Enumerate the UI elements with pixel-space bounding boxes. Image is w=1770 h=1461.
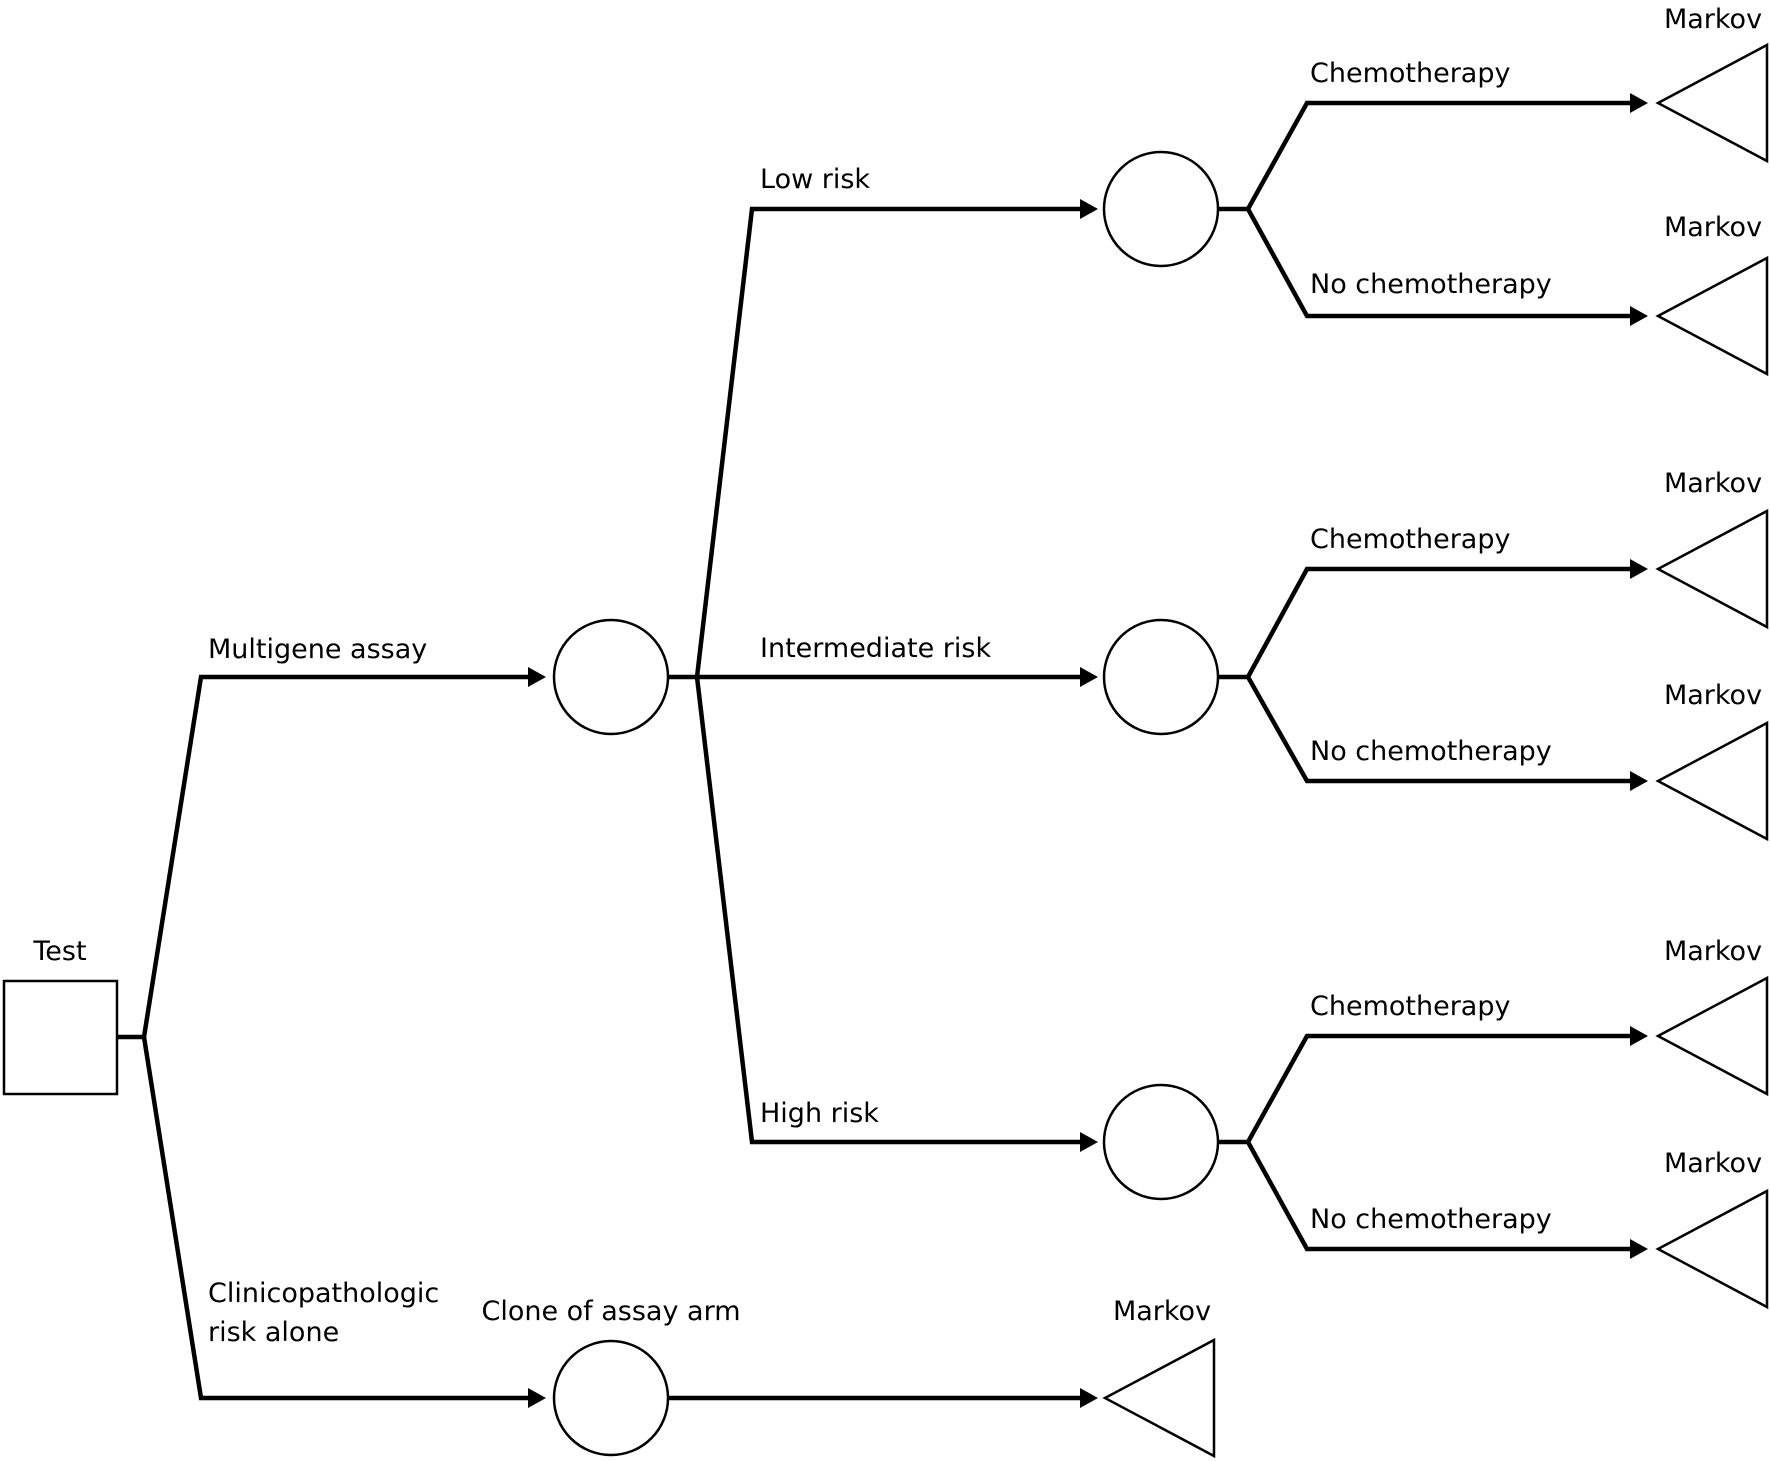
edge-high-to-nochemo [1246, 1140, 1630, 1252]
terminal-label-clone: Markov [1113, 1296, 1211, 1327]
edge-assay-to-low [668, 206, 1080, 680]
outcome-label-low-nochemo: No chemotherapy [1310, 269, 1552, 300]
outcome-label-intermediate-nochemo: No chemotherapy [1310, 736, 1552, 767]
strategy-label-clinico-line1: Clinicopathologic [208, 1278, 439, 1309]
markov-terminal-high-chemo [1655, 975, 1769, 1097]
edge-intermediate-to-nochemo [1246, 675, 1630, 784]
chance-node-high [1102, 1083, 1220, 1201]
assay-chance-node [552, 618, 670, 736]
outcome-label-intermediate-chemo: Chemotherapy [1310, 524, 1510, 555]
risk-label-high: High risk [760, 1098, 879, 1129]
outcome-label-low-chemo: Chemotherapy [1310, 58, 1510, 89]
arrowhead-high-chemo [1630, 1026, 1648, 1046]
risk-label-intermediate: Intermediate risk [760, 633, 991, 664]
outcome-label-high-chemo: Chemotherapy [1310, 991, 1510, 1022]
arrowhead-high [1080, 1132, 1098, 1152]
arrowhead-low-chemo [1630, 93, 1648, 113]
arrowhead-intermediate-chemo [1630, 559, 1648, 579]
markov-terminal-intermediate-chemo [1655, 508, 1769, 630]
terminal-label-high-chemo: Markov [1664, 936, 1762, 967]
arrowhead-clinico [528, 1388, 546, 1408]
terminal-label-high-nochemo: Markov [1664, 1148, 1762, 1179]
risk-label-low: Low risk [760, 164, 870, 195]
strategy-label-assay: Multigene assay [208, 634, 427, 665]
arrowhead-high-nochemo [1630, 1239, 1648, 1259]
edge-intermediate-to-chemo [1218, 566, 1630, 680]
markov-terminal-high-nochemo [1655, 1188, 1769, 1310]
arrowhead-intermediate [1080, 667, 1098, 687]
markov-terminal-intermediate-nochemo [1655, 720, 1769, 842]
terminal-label-low-nochemo: Markov [1664, 212, 1762, 243]
terminal-label-low-chemo: Markov [1664, 4, 1762, 35]
clone-chance-node [552, 1339, 670, 1457]
edge-root-to-clinico [141, 1036, 528, 1401]
arrowhead-clone [1080, 1388, 1098, 1408]
markov-terminal-clone [1102, 1337, 1216, 1459]
edge-low-to-nochemo [1246, 207, 1630, 319]
terminal-label-intermediate-chemo: Markov [1664, 468, 1762, 499]
arrowhead-low-nochemo [1630, 306, 1648, 326]
edge-assay-to-high [694, 676, 1080, 1145]
outcome-label-high-nochemo: No chemotherapy [1310, 1204, 1552, 1235]
terminal-label-intermediate-nochemo: Markov [1664, 680, 1762, 711]
strategy-label-clinico-line2: risk alone [208, 1317, 339, 1348]
decision-node-label: Test [32, 936, 86, 967]
arrowhead-low [1080, 199, 1098, 219]
chance-node-low [1102, 150, 1220, 268]
clone-node-label: Clone of assay arm [481, 1296, 740, 1327]
arrowhead-assay [528, 667, 546, 687]
edge-low-to-chemo [1218, 100, 1630, 212]
edge-high-to-chemo [1218, 1033, 1630, 1145]
chance-node-intermediate [1102, 618, 1220, 736]
markov-terminal-low-chemo [1655, 42, 1769, 164]
edge-root-to-assay [117, 674, 528, 1040]
decision-node [2, 979, 119, 1096]
arrowhead-intermediate-nochemo [1630, 771, 1648, 791]
markov-terminal-low-nochemo [1655, 255, 1769, 377]
